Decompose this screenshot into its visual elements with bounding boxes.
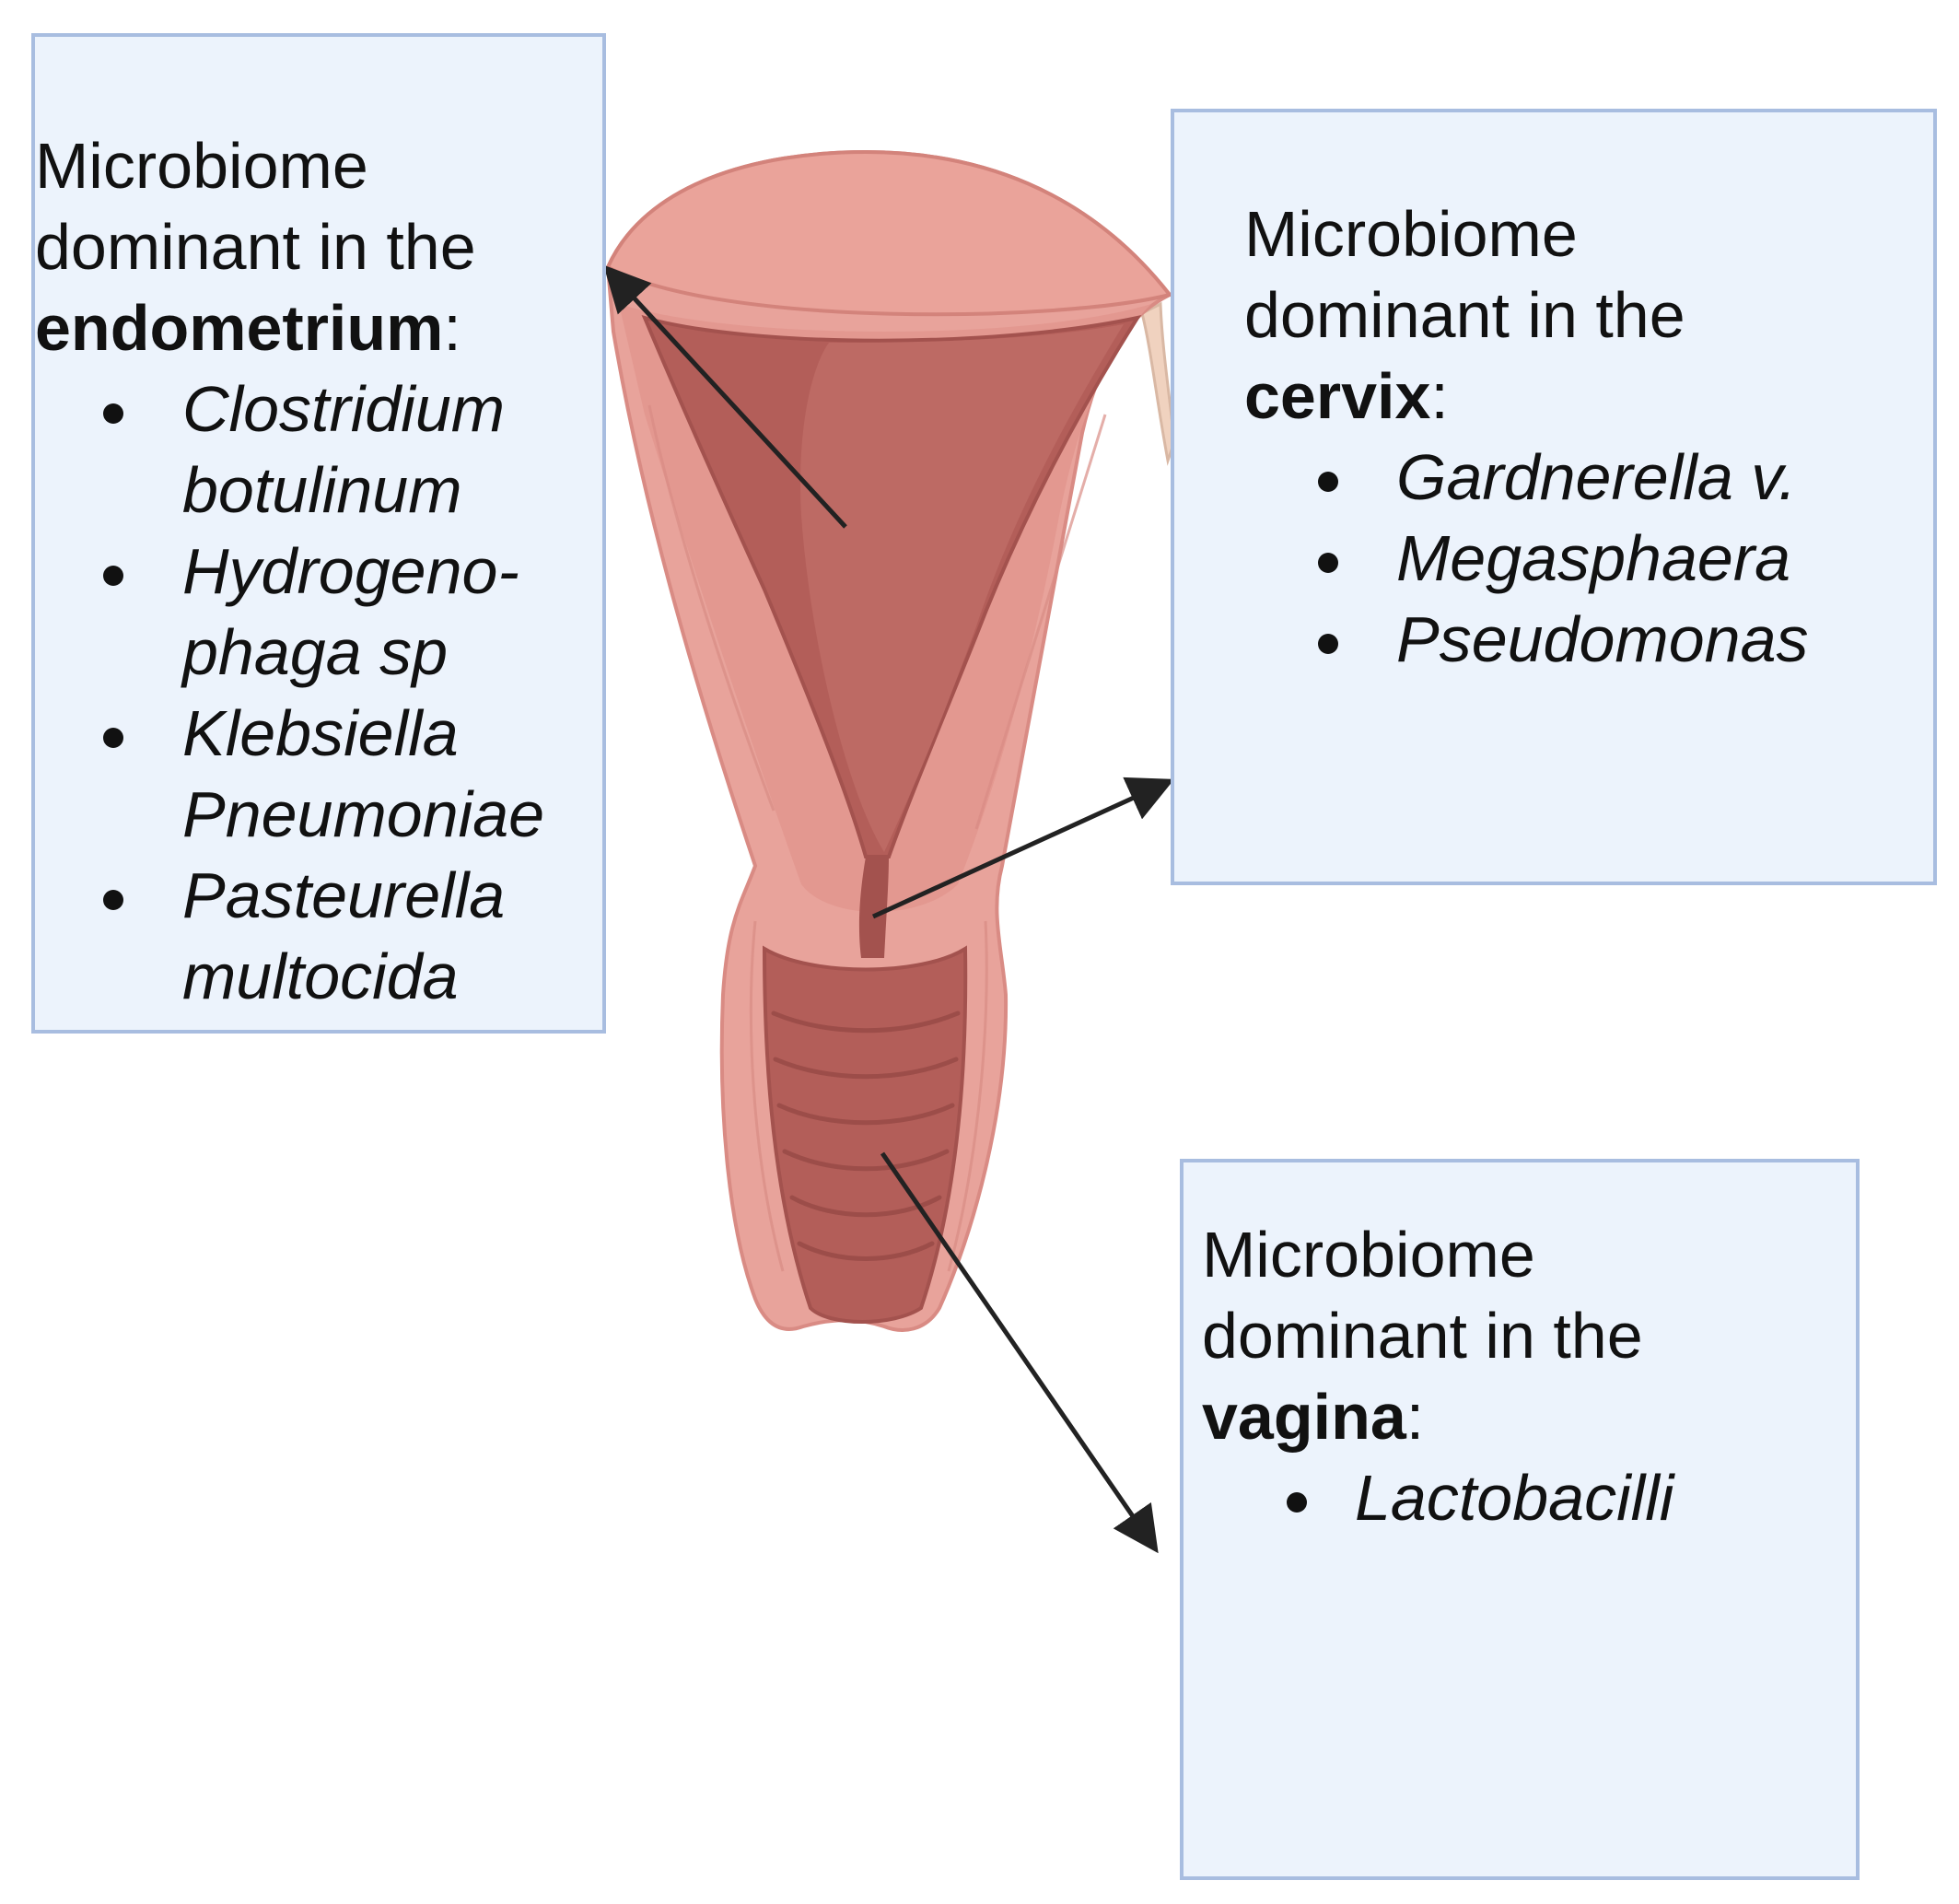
arrow-to-cervix-box (871, 777, 1175, 919)
bullet-icon (1318, 553, 1338, 573)
species-name-line: Pneumoniae (182, 778, 545, 850)
bullet-icon (1318, 634, 1338, 654)
vagina-microbiome-box: Microbiome dominant in the vagina: Lacto… (1180, 1159, 1860, 1880)
cervical-canal (858, 857, 889, 958)
arrow-to-vagina-box (880, 1151, 1159, 1554)
bullet-icon (1318, 472, 1338, 492)
endometrium-site-label: endometrium (35, 292, 444, 364)
bullet-icon (1287, 1492, 1307, 1513)
species-name-line: phaga sp (182, 616, 449, 688)
species-name-line: Pseudomonas (1396, 603, 1809, 675)
cervix-species-item: Gardnerella v. (1244, 437, 1933, 518)
cavity-highlight (800, 324, 1124, 852)
endometrium-colon: : (443, 292, 461, 364)
species-name-line: Pasteurella (182, 859, 506, 931)
cervix-species-item: Pseudomonas (1244, 599, 1933, 680)
uterus-fundus (605, 149, 1173, 317)
species-name-line: Lactobacilli (1355, 1462, 1674, 1534)
endometrium-species-item: Clostridium botulinum (35, 368, 602, 531)
species-name-line: Klebsiella (182, 697, 459, 769)
vagina-site-line: vagina: (1202, 1376, 1856, 1457)
cervix-species-item: Megasphaera (1244, 518, 1933, 599)
cervix-heading-line1: Microbiome (1244, 198, 1578, 270)
endometrium-site-line: endometrium: (35, 287, 602, 368)
vaginal-canal (762, 945, 968, 1324)
cervix-microbiome-box: Microbiome dominant in the cervix: Gardn… (1171, 109, 1937, 885)
vagina-heading-line2: dominant in the (1202, 1300, 1643, 1372)
bullet-icon (103, 566, 123, 586)
cervix-species-list: Gardnerella v. Megasphaera Pseudomonas (1244, 437, 1933, 680)
endometrium-species-item: Hydrogeno-phaga sp (35, 531, 602, 693)
species-name-line: Clostridium (182, 373, 506, 445)
fallopian-tube (1140, 301, 1176, 466)
bullet-icon (103, 403, 123, 424)
endometrium-heading-line1: Microbiome (35, 130, 368, 202)
wall-striations (647, 404, 1107, 1272)
endometrium-species-item: Pasteurella multocida (35, 855, 602, 1017)
vagina-species-item: Lactobacilli (1202, 1457, 1856, 1538)
endometrium-microbiome-box: Microbiome dominant in the endometrium: … (31, 33, 606, 1034)
vagina-species-list: Lactobacilli (1202, 1457, 1856, 1538)
species-name-line: Megasphaera (1396, 522, 1791, 594)
species-name-line: botulinum (182, 454, 462, 526)
vagina-colon: : (1405, 1381, 1425, 1453)
cervix-colon: : (1430, 360, 1449, 432)
vaginal-rugae (771, 1010, 961, 1261)
endometrium-heading-line2: dominant in the (35, 211, 476, 283)
bullet-icon (103, 728, 123, 748)
vagina-heading-line1: Microbiome (1202, 1219, 1535, 1291)
vagina-site-label: vagina (1202, 1381, 1406, 1453)
species-name-line: multocida (182, 940, 459, 1012)
cervix-site-line: cervix: (1244, 356, 1933, 437)
bullet-icon (103, 890, 123, 910)
cervix-site-label: cervix (1244, 360, 1431, 432)
species-name-line: Hydrogeno- (182, 535, 519, 607)
cervix-heading-line2: dominant in the (1244, 279, 1685, 351)
arrow-to-endometrium-box (603, 264, 847, 529)
species-name-line: Gardnerella v. (1396, 441, 1797, 513)
